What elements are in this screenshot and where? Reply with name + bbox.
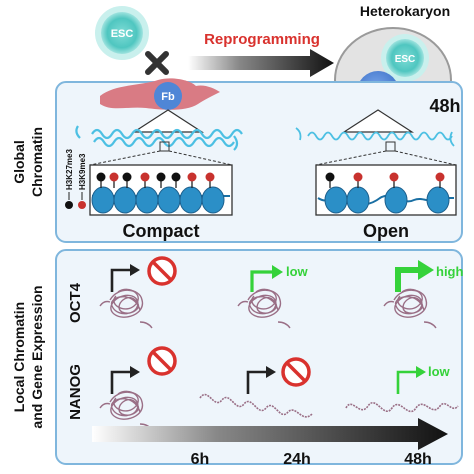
nanog-prohibited-icon-24h	[281, 357, 311, 387]
oct4-prohibited-icon-0h	[147, 256, 177, 286]
timeline-arrow-icon	[92, 418, 448, 450]
oct4-closed-locus-0h	[99, 288, 153, 329]
legend-h3k27-swatch	[65, 201, 73, 209]
process-arrow-icon	[188, 49, 334, 77]
nanog-gene-arrow-icon-24h	[246, 366, 276, 394]
nanog-gene-arrow-icon-48h	[396, 366, 426, 394]
timepoint-24h: 24h	[283, 451, 311, 468]
oct4-6h-state-label: low	[286, 264, 309, 279]
heterokaryon-title: Heterokaryon	[360, 3, 450, 19]
open-label: Open	[363, 221, 409, 241]
legend-h3k27-label: H3K27me3	[65, 149, 74, 190]
heterokaryon-esc-label: ESC	[395, 54, 416, 65]
timepoint-6h: 6h	[191, 451, 210, 468]
oct4-gene-arrow-icon-48h	[395, 260, 434, 292]
oct4-48h-state-label: high	[436, 264, 463, 279]
multiply-icon	[145, 51, 169, 75]
esc-label: ESC	[111, 28, 134, 40]
compact-nucleosome-box	[89, 164, 233, 216]
global-side-label-line2: Chromatin	[29, 127, 45, 197]
local-side-label-line2: and Gene Expression	[29, 285, 45, 428]
process-label: Reprogramming	[204, 31, 320, 48]
local-side-label-line1: Local Chromatin	[11, 302, 27, 412]
oct4-closed-locus-48h	[383, 288, 437, 329]
open-nucleosome-box	[315, 164, 457, 216]
nanog-open-locus-24h	[199, 393, 313, 418]
time-label: 48h	[429, 96, 460, 116]
open-chromatin-fiber	[295, 127, 455, 147]
nanog-48h-state-label: low	[428, 364, 451, 379]
oct4-closed-locus-24h	[237, 288, 291, 329]
oct4-label: OCT4	[67, 282, 84, 323]
global-side-label-line1: Global	[11, 140, 27, 184]
fibroblast-cell: Fb	[100, 78, 220, 110]
nanog-label: NANOG	[67, 364, 84, 420]
marks-legend: H3K27me3 H3K9me3	[65, 149, 87, 209]
compact-zoom-box	[159, 141, 170, 152]
nanog-gene-arrow-icon-0h	[110, 366, 140, 394]
local-panel	[55, 249, 463, 465]
zoom-projection-lines	[89, 150, 457, 166]
esc-cell: ESC	[95, 6, 149, 60]
timepoint-48h: 48h	[404, 451, 432, 468]
oct4-gene-arrow-icon-6h	[250, 265, 283, 292]
oct4-gene-arrow-icon-0h	[110, 264, 140, 292]
open-zoom-triangle	[341, 109, 415, 133]
compact-zoom-triangle	[131, 109, 205, 133]
nanog-open-locus-48h	[345, 402, 459, 413]
compact-label: Compact	[122, 221, 199, 241]
open-zoom-box	[385, 141, 396, 152]
legend-h3k9-label: H3K9me3	[78, 153, 87, 190]
legend-h3k9-swatch	[78, 201, 86, 209]
fb-label: Fb	[161, 91, 175, 103]
nanog-prohibited-icon-0h	[147, 346, 177, 376]
